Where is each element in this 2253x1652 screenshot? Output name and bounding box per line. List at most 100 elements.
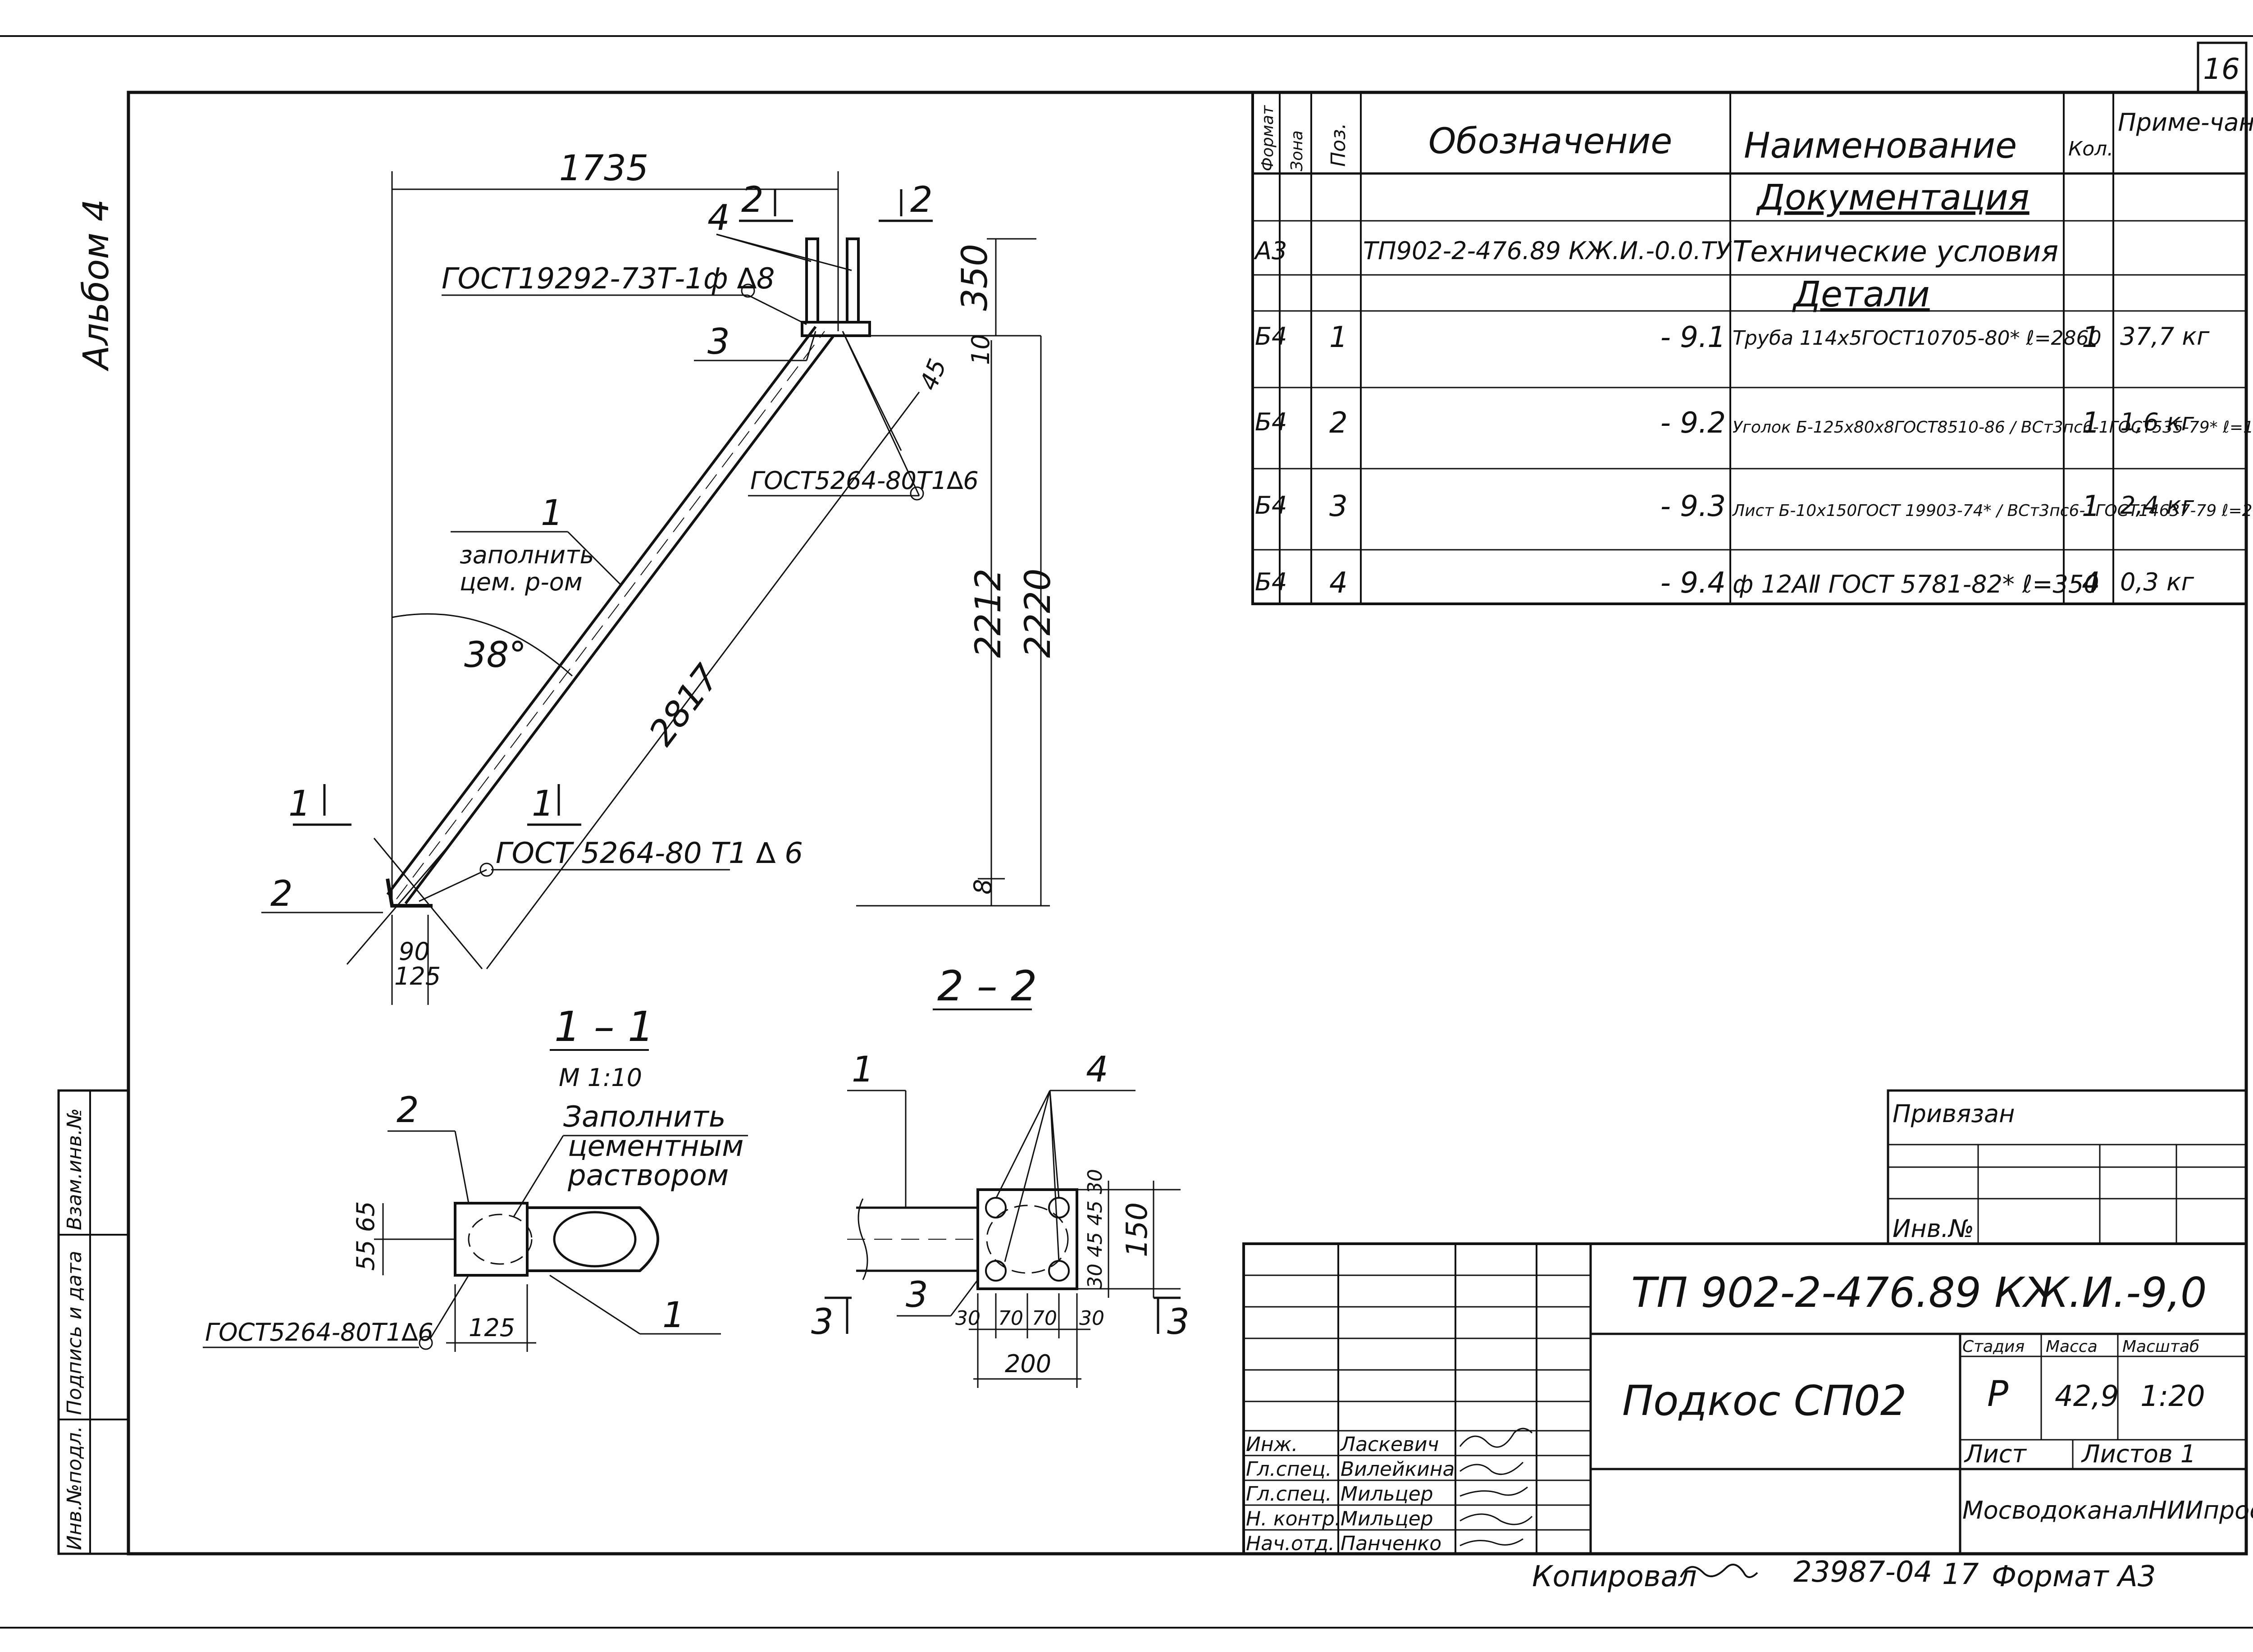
signature-scribble: [1459, 1538, 1523, 1547]
hdr-pos: Поз.: [1327, 123, 1350, 167]
title-block-code: ТП 902-2-476.89 КЖ.И.-9,0: [1631, 1269, 2207, 1317]
svg-text:Б4: Б4: [1255, 322, 1287, 351]
svg-text:- 9.3: - 9.3: [1660, 490, 1726, 523]
hdr-qty: Кол.: [2068, 137, 2113, 160]
hdr-name: Наименование: [1744, 126, 2017, 166]
s22-dim-70a: 70: [998, 1307, 1023, 1330]
section-1-1-note-3: раствором: [567, 1159, 729, 1192]
callout-pos3: 3: [707, 322, 730, 362]
svg-text:- 9.1: - 9.1: [1660, 321, 1726, 354]
dim-350: 350: [955, 244, 995, 311]
table-row: Б4 4 - 9.4 ф 12АⅡ ГОСТ 5781-82* ℓ=350 4 …: [1255, 566, 2194, 600]
hdr-note: Приме-чание: [2118, 108, 2253, 137]
title-mass: 42,9: [2055, 1380, 2119, 1413]
dim-90: 90: [399, 937, 430, 966]
section-2-2: 2 – 2 1 4 3 3 3: [811, 962, 1190, 1388]
svg-text:1: 1: [2082, 406, 2100, 440]
footer: Копировал 23987-04 17 Формат А3: [1532, 1556, 2156, 1593]
title-sheets-label: Листов 1: [2081, 1440, 2196, 1468]
strut-line-a: [386, 326, 817, 895]
table-row: Б4 1 - 9.1 Труба 114х5ГОСТ10705-80* ℓ=28…: [1255, 321, 2210, 354]
hdr-zone: Зона: [1288, 130, 1306, 171]
svg-text:Б4: Б4: [1255, 491, 1287, 520]
base-diagonal-1: [346, 838, 456, 965]
signature-row: Нач.отд. Панченко: [1246, 1532, 1441, 1555]
dim-2817-line: [486, 392, 920, 969]
svg-text:Гл.спец.: Гл.спец.: [1246, 1458, 1332, 1481]
svg-text:Б4: Б4: [1255, 408, 1287, 436]
section-1-1-title: 1 – 1: [554, 1003, 654, 1051]
dim-2212: 2212: [968, 568, 1009, 658]
title-scale: 1:20: [2140, 1380, 2205, 1413]
fill-note-2: цем. р-ом: [460, 568, 583, 596]
signature-scribble: [1459, 1486, 1528, 1497]
svg-text:0,3 кг: 0,3 кг: [2120, 568, 2194, 596]
svg-text:Мильцер: Мильцер: [1341, 1483, 1433, 1506]
doc-name: Технические условия: [1733, 235, 2058, 269]
main-view: 1735 350 10 2212 2220 8 45 2817 38° 90 1…: [261, 148, 1058, 1005]
svg-text:- 9.2: - 9.2: [1660, 406, 1726, 440]
svg-text:Н. контр.: Н. контр.: [1246, 1507, 1341, 1530]
svg-text:1: 1: [2082, 321, 2100, 354]
title-scale-label: Масштаб: [2122, 1337, 2199, 1356]
section-1-1-pos1: 1: [662, 1295, 685, 1336]
title-stage-label: Стадия: [1962, 1337, 2025, 1356]
dim-45: 45: [914, 355, 952, 394]
callout-pos1: 1: [541, 493, 563, 534]
footer-number: 23987-04: [1793, 1556, 1932, 1589]
svg-text:Ласкевич: Ласкевич: [1340, 1433, 1439, 1456]
section-mark-2-right: 2: [910, 180, 933, 220]
title-mass-label: Масса: [2046, 1337, 2098, 1356]
dim-2817: 2817: [641, 657, 727, 753]
section-2-2-cut-left: 3: [811, 1302, 834, 1342]
spec-table: Формат Зона Поз. Обозначение Наименовани…: [1251, 91, 2253, 605]
hdr-designation: Обозначение: [1428, 121, 1672, 162]
pipe-section: [527, 1206, 659, 1272]
svg-text:4: 4: [2082, 566, 2100, 600]
doc-designation: ТП902-2-476.89 КЖ.И.-0.0.ТУ: [1363, 237, 1732, 265]
section-2-2-cut-right: 3: [1167, 1302, 1190, 1342]
copier-signature: [1680, 1564, 1758, 1578]
drawing-frame: [127, 91, 2248, 1556]
strut-axis: [396, 331, 825, 899]
signature-row: Гл.спец. Мильцер: [1246, 1483, 1433, 1506]
section-1-1-dim-125: 125: [469, 1314, 515, 1342]
plate-section: [976, 1188, 1078, 1290]
title-block: Инж. Ласкевич Гл.спец. Вилейкина Гл.спец…: [1242, 1242, 2253, 1555]
top-bar-left: [805, 237, 819, 322]
top-diagonal-2: [842, 331, 902, 451]
section-1-1-pos2: 2: [397, 1090, 419, 1131]
section-1-1-weld: ГОСТ5264-80Т1∆6: [205, 1318, 433, 1346]
s22-dim-30a: 30: [955, 1307, 981, 1330]
section-1-1-scale: М 1:10: [559, 1063, 642, 1092]
svg-text:Вилейкина: Вилейкина: [1341, 1458, 1455, 1481]
angle-38: 38°: [464, 635, 526, 675]
signature-row: Гл.спец. Вилейкина: [1246, 1458, 1455, 1481]
svg-text:2,4 кг: 2,4 кг: [2120, 491, 2194, 520]
binding-box: Привязан Инв.№: [1887, 1089, 2248, 1245]
section-2-2-pos3: 3: [906, 1275, 928, 1315]
svg-text:Панченко: Панченко: [1341, 1532, 1441, 1555]
svg-text:- 9.4: - 9.4: [1660, 566, 1726, 600]
section-2-2-pos1: 1: [852, 1050, 874, 1090]
svg-text:4: 4: [1329, 566, 1348, 600]
binding-privyazan: Привязан: [1893, 1100, 2015, 1128]
section-2-2-pos4: 4: [1086, 1050, 1108, 1090]
svg-text:ф 12АⅡ ГОСТ 5781-82* ℓ=350: ф 12АⅡ ГОСТ 5781-82* ℓ=350: [1733, 570, 2099, 598]
binding-inv-no: Инв.№: [1893, 1214, 1974, 1243]
s22-dim-30b: 30: [1079, 1307, 1104, 1330]
weld-note-top: ГОСТ19292-73Т-1ф ∆8: [442, 262, 775, 296]
section-mark-1-right: 1: [532, 784, 554, 824]
dim-25: 125: [394, 962, 441, 990]
dim-1735: 1735: [559, 148, 649, 189]
signature-scribble: [1459, 1513, 1533, 1525]
s22-dim-150: 150: [1121, 1202, 1154, 1257]
margin-inv-podl: Инв.№подл.: [63, 1426, 86, 1550]
section-details: Детали: [1792, 274, 1930, 315]
left-margin-stamp: Инв.№подл. Подпись и дата Взам.инв.№: [57, 1089, 130, 1555]
album-label: Альбом 4: [76, 199, 117, 372]
doc-format: А3: [1254, 237, 1287, 265]
svg-text:Б4: Б4: [1255, 568, 1287, 596]
title-block-title: Подкос СП02: [1622, 1377, 1906, 1425]
weld-note-mid: ГОСТ5264-80Т1∆6: [750, 466, 979, 495]
